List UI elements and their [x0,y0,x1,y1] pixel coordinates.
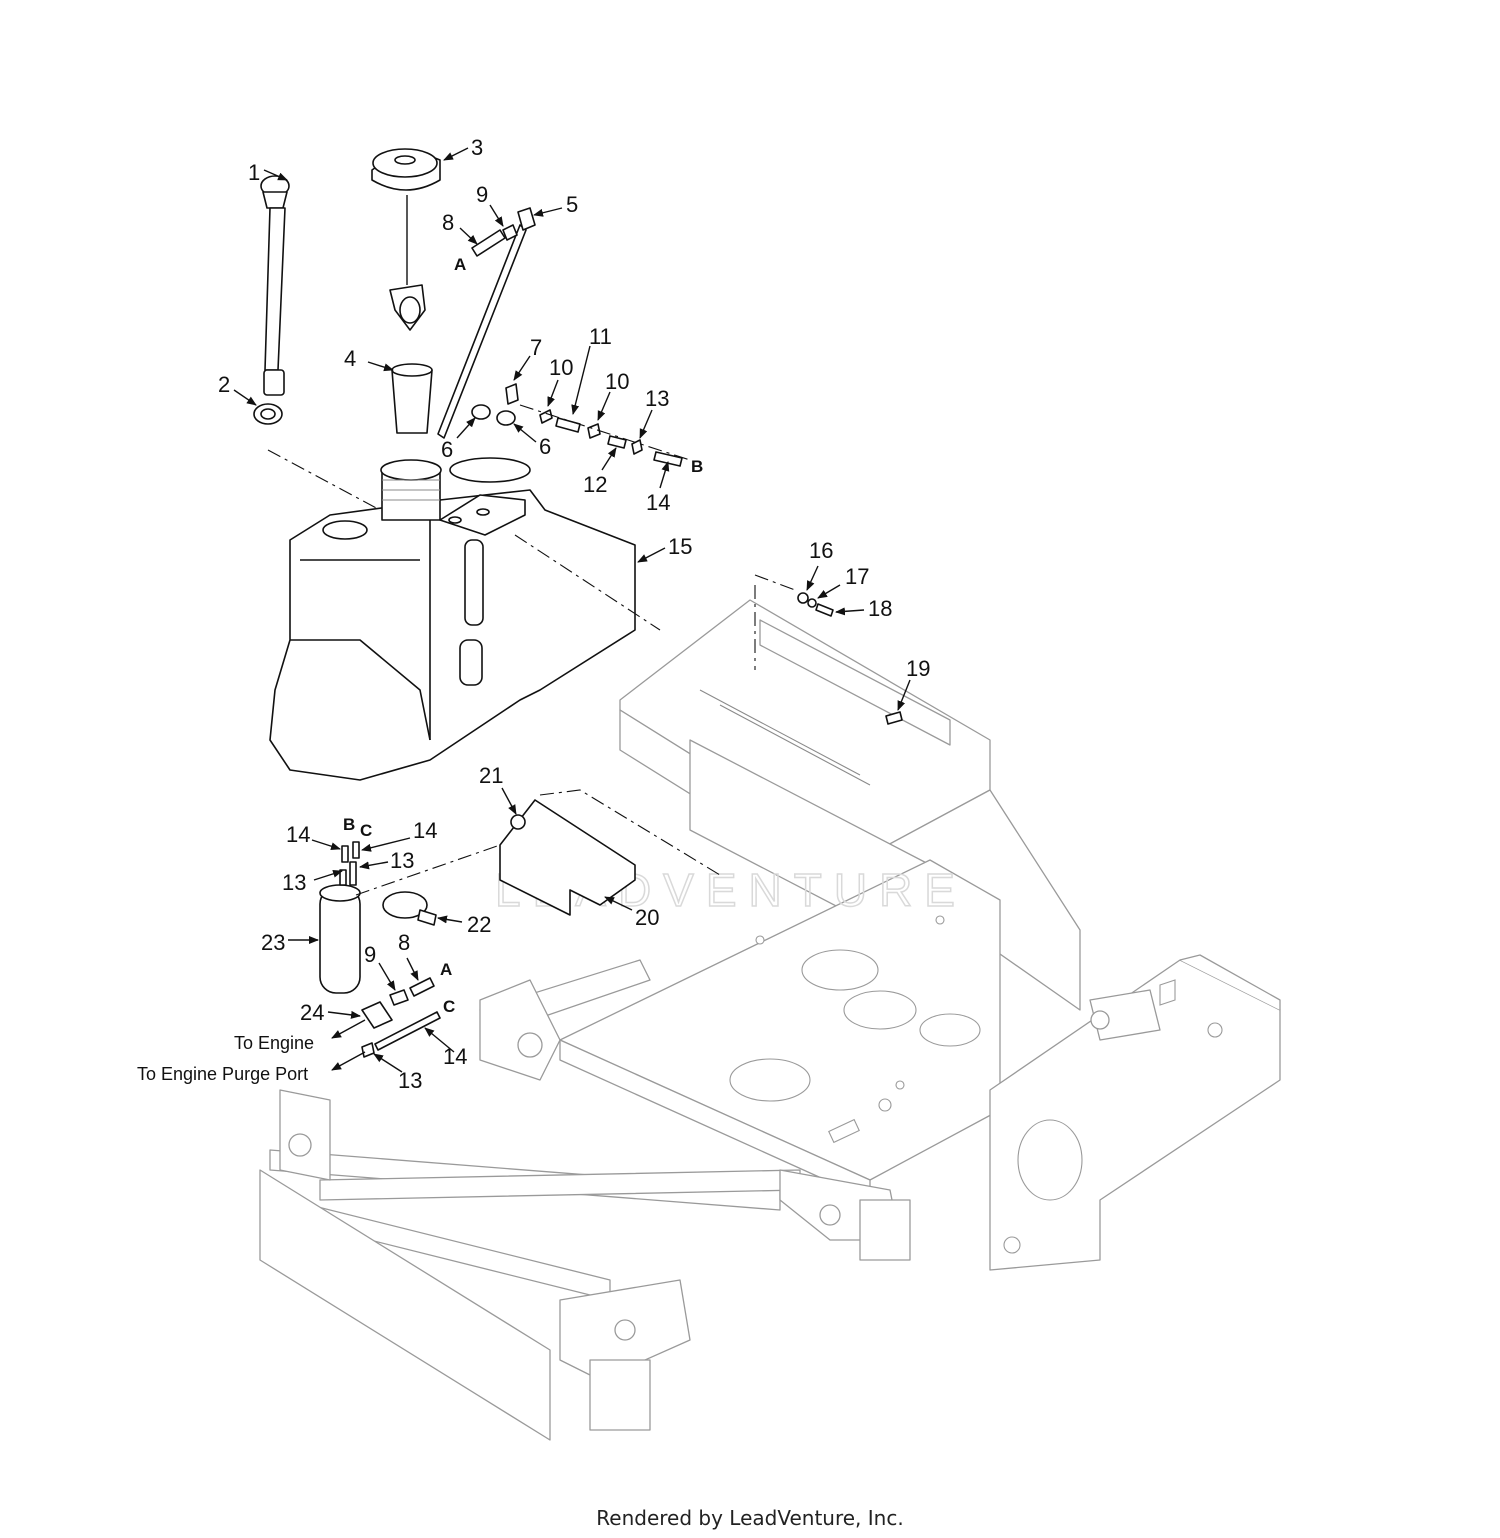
fuel-hose-14-lower [374,1011,441,1051]
letter-b-filter: B [343,815,355,834]
fuel-hose-14-b [341,845,349,863]
callout-12: 12 [583,472,607,497]
inline-fuel-filter [361,1001,393,1029]
callout-8b: 8 [398,930,410,955]
fuel-hose-8-lower [409,977,435,997]
callout-13b: 13 [282,870,306,895]
filter-clamp [382,891,428,919]
callout-2: 2 [218,372,230,397]
callout-1: 1 [248,160,260,185]
washer-16 [797,592,809,604]
callout-23: 23 [261,930,285,955]
fuel-cap [371,148,441,331]
callout-16: 16 [809,538,833,563]
callout-13c: 13 [390,848,414,873]
callout-6a: 6 [441,437,453,462]
callout-24: 24 [300,1000,324,1025]
connection-letters: A B B C A C [343,255,703,1016]
letter-a-lower: A [440,960,452,979]
callout-3: 3 [471,135,483,160]
hose-clamp-13 [631,439,643,455]
bolt-18 [815,603,834,617]
callout-17: 17 [845,564,869,589]
callout-numbers: 1 2 3 4 5 6 6 7 8 9 10 11 10 13 12 14 15… [218,135,930,1093]
callout-21: 21 [479,763,503,788]
callout-4: 4 [344,346,356,371]
callout-20: 20 [635,905,659,930]
elbow-fitting [505,383,519,405]
callout-leaders [233,147,911,1073]
callout-19: 19 [906,656,930,681]
callout-14d: 14 [443,1044,467,1069]
callout-13a: 13 [645,386,669,411]
callout-9b: 9 [364,942,376,967]
callout-7: 7 [530,335,542,360]
note-to-engine-purge-port: To Engine Purge Port [137,1064,308,1084]
fuel-filter [319,861,361,994]
callout-13d: 13 [398,1068,422,1093]
fuel-hose-11 [555,417,581,433]
callout-6b: 6 [539,434,551,459]
callout-14a: 14 [646,490,670,515]
nut [510,814,526,830]
callout-14b: 14 [286,822,310,847]
note-to-engine: To Engine [234,1033,314,1053]
letter-c-filter: C [360,821,372,840]
chassis-frame: LEADVENTURE [259,599,1281,1441]
callout-15: 15 [668,534,692,559]
hose-clamp-10a [539,409,553,424]
rollover-valve [517,207,536,231]
grommet-right [496,410,516,426]
callout-18: 18 [868,596,892,621]
footer-credit: Rendered by LeadVenture, Inc. [596,1506,904,1530]
tee-fitting [607,435,627,449]
callout-14c: 14 [413,818,437,843]
fuel-hose-a [471,229,506,257]
callout-11: 11 [589,324,612,349]
bracket [499,799,636,916]
fuel-hose-14-c [352,841,360,859]
fuel-hose-14 [653,451,683,467]
fuel-gauge-sender [260,175,290,396]
hose-clamp-10b [587,423,601,439]
fuel-tank [269,457,636,781]
callout-5: 5 [566,192,578,217]
callout-9a: 9 [476,182,488,207]
grommet-left [471,404,491,420]
fuel-filler-screen [391,369,433,434]
callout-10b: 10 [605,369,629,394]
letter-c-lower: C [443,997,455,1016]
washer-17 [807,598,817,608]
screw-19 [885,711,903,725]
callout-10a: 10 [549,355,573,380]
callout-8a: 8 [442,210,454,235]
letter-b-top: B [691,457,703,476]
letter-a-top: A [454,255,466,274]
callout-22: 22 [467,912,491,937]
